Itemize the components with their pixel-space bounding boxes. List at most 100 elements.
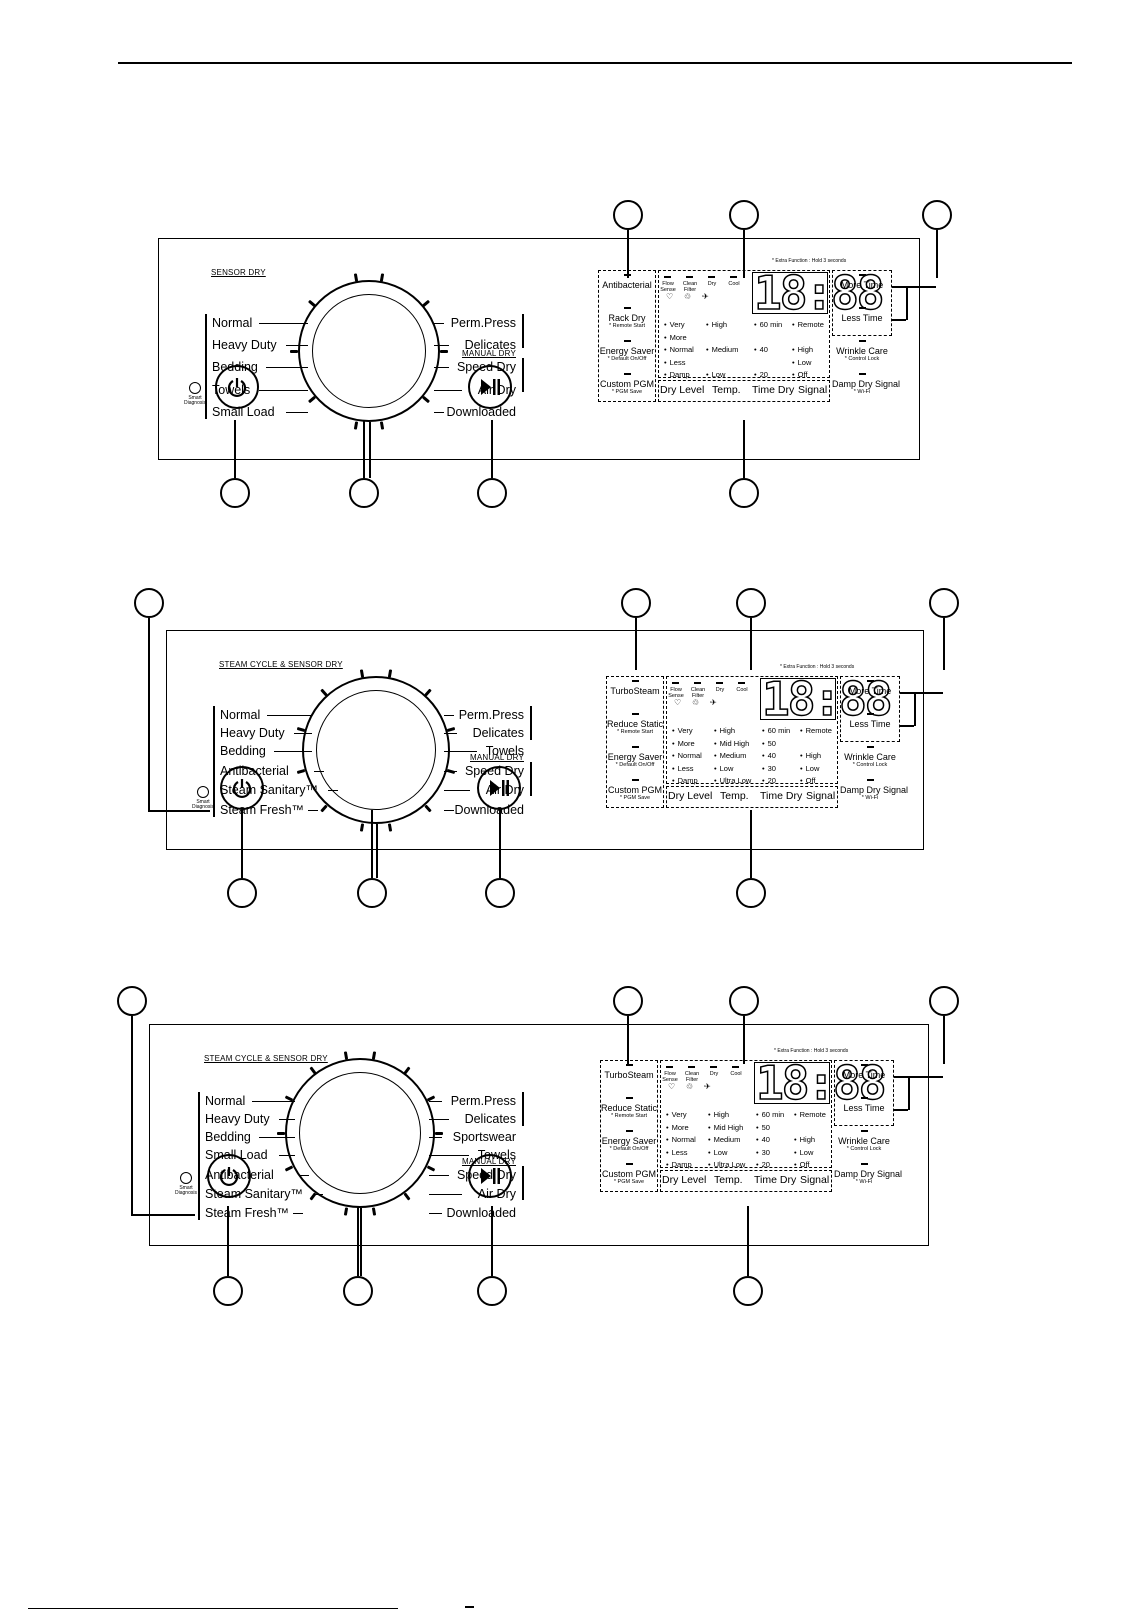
- cycle-label-right[interactable]: Perm.Press: [450, 1094, 516, 1108]
- cycle-label-left[interactable]: Normal: [205, 1094, 246, 1108]
- button-led: [861, 1064, 868, 1066]
- setting-button[interactable]: Temp.: [712, 384, 741, 396]
- control-panel: [166, 630, 924, 850]
- callout-circle: [729, 478, 759, 508]
- cycle-leader: [429, 1101, 442, 1102]
- setting-button[interactable]: Time Dry: [760, 790, 803, 802]
- option-button[interactable]: Damp Dry Signal* Wi-Fi: [834, 1169, 902, 1186]
- setting-button[interactable]: Signal: [806, 790, 836, 802]
- option-button-sub: * Default On/Off: [609, 1146, 649, 1152]
- start-pause-button[interactable]: [468, 365, 512, 409]
- option-button[interactable]: More Time: [840, 686, 900, 696]
- option-button[interactable]: Rack Dry* Remote Start: [598, 313, 656, 330]
- power-icon: [219, 1167, 239, 1187]
- setting-button[interactable]: Dry Level: [660, 384, 705, 396]
- leader-line: [743, 1016, 745, 1064]
- cycle-label-right[interactable]: Downloaded: [446, 1206, 517, 1220]
- cycle-label-right[interactable]: Towels: [485, 744, 524, 758]
- option-button[interactable]: Less Time: [832, 313, 892, 323]
- leader-line: [635, 618, 637, 670]
- time-display-frame: [754, 1062, 830, 1104]
- setting-button[interactable]: Time Dry: [752, 384, 795, 396]
- setting-option: High: [794, 1135, 815, 1144]
- option-button[interactable]: Energy Saver* Default On/Off: [606, 752, 664, 769]
- option-button[interactable]: Custom PGM* PGM Save: [600, 1169, 658, 1186]
- cycle-label-left[interactable]: Normal: [220, 708, 261, 722]
- setting-button[interactable]: Dry Level: [668, 790, 713, 802]
- cycle-label-right[interactable]: Sportswear: [452, 1130, 516, 1144]
- callout-circle: [729, 200, 759, 230]
- cycle-label-right[interactable]: Delicates: [464, 1112, 516, 1126]
- option-button-label: Wrinkle Care: [836, 346, 888, 356]
- cycle-label-left[interactable]: Steam Fresh™: [205, 1206, 290, 1220]
- setting-option: Very: [666, 1110, 687, 1119]
- callout-circle: [733, 1276, 763, 1306]
- status-indicator: Flow Sense: [660, 281, 676, 293]
- cycle-label-right[interactable]: Perm.Press: [450, 316, 516, 330]
- setting-option: Damp: [672, 776, 698, 785]
- cycle-label-left[interactable]: Normal: [212, 316, 253, 330]
- option-button[interactable]: Reduce Static* Remote Start: [606, 719, 664, 736]
- option-button[interactable]: More Time: [834, 1070, 894, 1080]
- button-led: [632, 680, 639, 682]
- callout-circle: [357, 878, 387, 908]
- leader-line: [499, 810, 501, 878]
- setting-button[interactable]: Signal: [800, 1174, 830, 1186]
- option-button[interactable]: Wrinkle Care* Control Lock: [834, 1136, 894, 1153]
- cycle-label-right[interactable]: Downloaded: [446, 405, 517, 419]
- leader-line: [908, 1076, 910, 1110]
- cycle-selector-knob[interactable]: [298, 280, 440, 422]
- time-display-frame: [752, 272, 828, 314]
- cycle-label-left[interactable]: Heavy Duty: [205, 1112, 270, 1126]
- cycle-label-right[interactable]: Delicates: [472, 726, 524, 740]
- cycle-label-right[interactable]: Perm.Press: [458, 708, 524, 722]
- setting-option: Normal: [672, 751, 702, 760]
- cycle-leader: [444, 790, 471, 791]
- cycle-label-right[interactable]: Delicates: [464, 338, 516, 352]
- smart-diagnosis-icon: [189, 382, 201, 394]
- setting-button[interactable]: Temp.: [720, 790, 749, 802]
- power-button[interactable]: [220, 766, 264, 810]
- leader-line: [747, 1206, 749, 1276]
- start-pause-button[interactable]: [468, 1154, 512, 1198]
- option-button[interactable]: Damp Dry Signal* Wi-Fi: [840, 785, 908, 802]
- cycle-label-left[interactable]: Small Load: [212, 405, 275, 419]
- indicator-led: [716, 682, 723, 684]
- power-button[interactable]: [207, 1154, 251, 1198]
- option-button[interactable]: Wrinkle Care* Control Lock: [840, 752, 900, 769]
- button-led: [626, 1130, 633, 1132]
- power-button[interactable]: [215, 365, 259, 409]
- button-led: [626, 1097, 633, 1099]
- cycle-selector-knob[interactable]: [285, 1058, 435, 1208]
- option-button[interactable]: Wrinkle Care* Control Lock: [832, 346, 892, 363]
- setting-button[interactable]: Dry Level: [662, 1174, 707, 1186]
- option-button[interactable]: Less Time: [840, 719, 900, 729]
- status-indicator: Clean Filter: [690, 687, 706, 699]
- option-button[interactable]: Custom PGM* PGM Save: [598, 379, 656, 396]
- option-button[interactable]: Custom PGM* PGM Save: [606, 785, 664, 802]
- option-button[interactable]: Damp Dry Signal* Wi-Fi: [832, 379, 900, 396]
- cycle-label-left[interactable]: Heavy Duty: [220, 726, 285, 740]
- option-button[interactable]: TurboSteam: [606, 686, 664, 696]
- option-button[interactable]: Antibacterial: [598, 280, 656, 290]
- option-button[interactable]: More Time: [832, 280, 892, 290]
- option-button[interactable]: Reduce Static* Remote Start: [600, 1103, 658, 1120]
- cycle-label-left[interactable]: Bedding: [220, 744, 266, 758]
- cycle-label-left[interactable]: Heavy Duty: [212, 338, 277, 352]
- setting-button[interactable]: Time Dry: [754, 1174, 797, 1186]
- setting-option: Low: [708, 1148, 728, 1157]
- setting-button[interactable]: Signal: [798, 384, 828, 396]
- option-button[interactable]: Energy Saver* Default On/Off: [600, 1136, 658, 1153]
- time-adjust-group: [840, 676, 900, 742]
- setting-option: 60 min: [762, 726, 791, 735]
- cycle-leader: [434, 345, 449, 346]
- cycle-selector-knob[interactable]: [302, 676, 450, 824]
- start-pause-button[interactable]: [477, 766, 521, 810]
- setting-button[interactable]: Temp.: [714, 1174, 743, 1186]
- option-button[interactable]: TurboSteam: [600, 1070, 658, 1080]
- cycle-label-left[interactable]: Bedding: [205, 1130, 251, 1144]
- cycle-leader: [444, 733, 457, 734]
- callout-circle: [736, 878, 766, 908]
- option-button[interactable]: Less Time: [834, 1103, 894, 1113]
- option-button[interactable]: Energy Saver* Default On/Off: [598, 346, 656, 363]
